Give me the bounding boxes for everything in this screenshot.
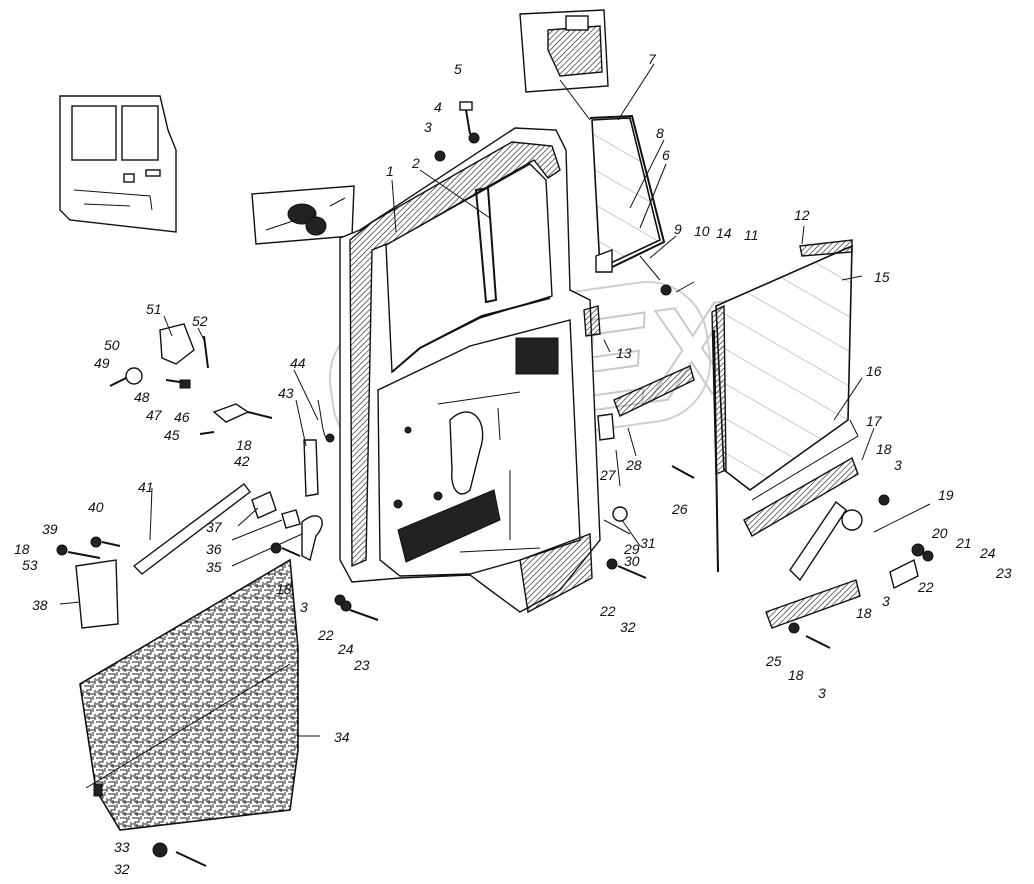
label-52: 52 xyxy=(192,313,208,329)
label-39: 39 xyxy=(42,521,58,537)
label-15: 15 xyxy=(874,269,890,285)
label-46: 46 xyxy=(174,409,190,425)
label-31: 31 xyxy=(640,535,656,551)
door-assembly xyxy=(339,127,601,614)
label-27: 27 xyxy=(599,467,617,483)
label-3e: 3 xyxy=(300,599,308,615)
door-overview-icon xyxy=(59,95,177,233)
label-19: 19 xyxy=(938,487,954,503)
label-47: 47 xyxy=(146,407,163,423)
label-34: 34 xyxy=(334,729,350,745)
label-45: 45 xyxy=(164,427,180,443)
label-33: 33 xyxy=(114,839,130,855)
label-13: 13 xyxy=(616,345,632,361)
label-23b: 23 xyxy=(353,657,370,673)
label-12: 12 xyxy=(794,207,810,223)
label-22a: 22 xyxy=(917,579,934,595)
label-29: 29 xyxy=(623,541,640,557)
label-44: 44 xyxy=(290,355,306,371)
label-40: 40 xyxy=(88,499,104,515)
label-10: 10 xyxy=(694,223,710,239)
window-regulator xyxy=(743,456,934,649)
screws-top xyxy=(434,101,480,162)
label-7: 7 xyxy=(648,51,657,67)
label-32a: 32 xyxy=(620,619,636,635)
label-9: 9 xyxy=(674,221,682,237)
lock-hardware xyxy=(109,323,335,497)
hinge-detail-inset xyxy=(519,9,609,121)
label-32b: 32 xyxy=(114,861,130,877)
label-36: 36 xyxy=(206,541,222,557)
handle-detail-inset xyxy=(251,185,355,245)
vent-hardware xyxy=(639,255,695,296)
label-42: 42 xyxy=(234,453,250,469)
label-43: 43 xyxy=(278,385,294,401)
label-24a: 24 xyxy=(979,545,996,561)
door-glass xyxy=(711,239,859,573)
label-4: 4 xyxy=(434,99,442,115)
label-50: 50 xyxy=(104,337,120,353)
label-48: 48 xyxy=(134,389,150,405)
label-11: 11 xyxy=(744,227,759,243)
label-51: 51 xyxy=(146,301,162,317)
label-18f: 18 xyxy=(276,581,292,597)
label-41: 41 xyxy=(138,479,154,495)
label-38: 38 xyxy=(32,597,48,613)
label-1: 1 xyxy=(386,163,394,179)
label-6: 6 xyxy=(662,147,670,163)
label-24b: 24 xyxy=(337,641,354,657)
label-35: 35 xyxy=(206,559,222,575)
label-18e: 18 xyxy=(14,541,30,557)
label-3c: 3 xyxy=(882,593,890,609)
label-8: 8 xyxy=(656,125,664,141)
inner-handle-parts xyxy=(56,305,695,629)
label-2: 2 xyxy=(411,155,420,171)
vent-window xyxy=(589,114,666,273)
part-labels: 1 2 3 4 5 6 7 8 9 10 14 11 12 15 13 16 1… xyxy=(14,51,1012,877)
label-3d: 3 xyxy=(818,685,826,701)
door-trim-panel xyxy=(79,558,299,867)
label-21: 21 xyxy=(955,535,972,551)
leader-lines xyxy=(59,63,931,737)
label-18c: 18 xyxy=(788,667,804,683)
label-18a: 18 xyxy=(876,441,892,457)
label-25: 25 xyxy=(765,653,782,669)
label-17: 17 xyxy=(866,413,883,429)
label-3b: 3 xyxy=(894,457,902,473)
label-3: 3 xyxy=(424,119,432,135)
label-23a: 23 xyxy=(995,565,1012,581)
label-37: 37 xyxy=(206,519,223,535)
label-18d: 18 xyxy=(236,437,252,453)
label-26: 26 xyxy=(671,501,688,517)
label-20: 20 xyxy=(931,525,948,541)
label-16: 16 xyxy=(866,363,882,379)
label-22c: 22 xyxy=(317,627,334,643)
label-49: 49 xyxy=(94,355,110,371)
label-30: 30 xyxy=(624,553,640,569)
label-53: 53 xyxy=(22,557,38,573)
label-14: 14 xyxy=(716,225,732,241)
label-18b: 18 xyxy=(856,605,872,621)
label-22b: 22 xyxy=(599,603,616,619)
label-28: 28 xyxy=(625,457,642,473)
label-5: 5 xyxy=(454,61,462,77)
